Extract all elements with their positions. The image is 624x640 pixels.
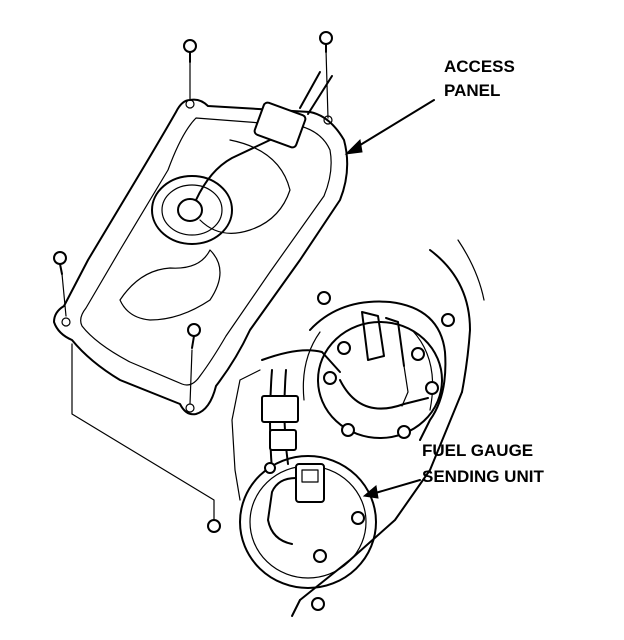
access-panel-label-line1: ACCESS <box>444 57 515 76</box>
sending-unit-label: FUEL GAUGE SENDING UNIT <box>422 441 544 486</box>
fuel-gauge-sending-unit <box>207 291 455 611</box>
sending-unit-label-line1: FUEL GAUGE <box>422 441 533 460</box>
sending-unit-label-line2: SENDING UNIT <box>422 467 544 486</box>
screw-icon <box>319 31 333 53</box>
screw-icon <box>53 251 67 275</box>
alignment-lines <box>61 49 329 521</box>
vehicle-floor-outline <box>231 239 485 617</box>
callout-arrows <box>344 99 435 499</box>
access-panel <box>53 71 349 416</box>
access-panel-label: ACCESS PANEL <box>444 57 515 100</box>
screw-icon <box>187 323 201 349</box>
access-panel-label-line2: PANEL <box>444 81 500 100</box>
